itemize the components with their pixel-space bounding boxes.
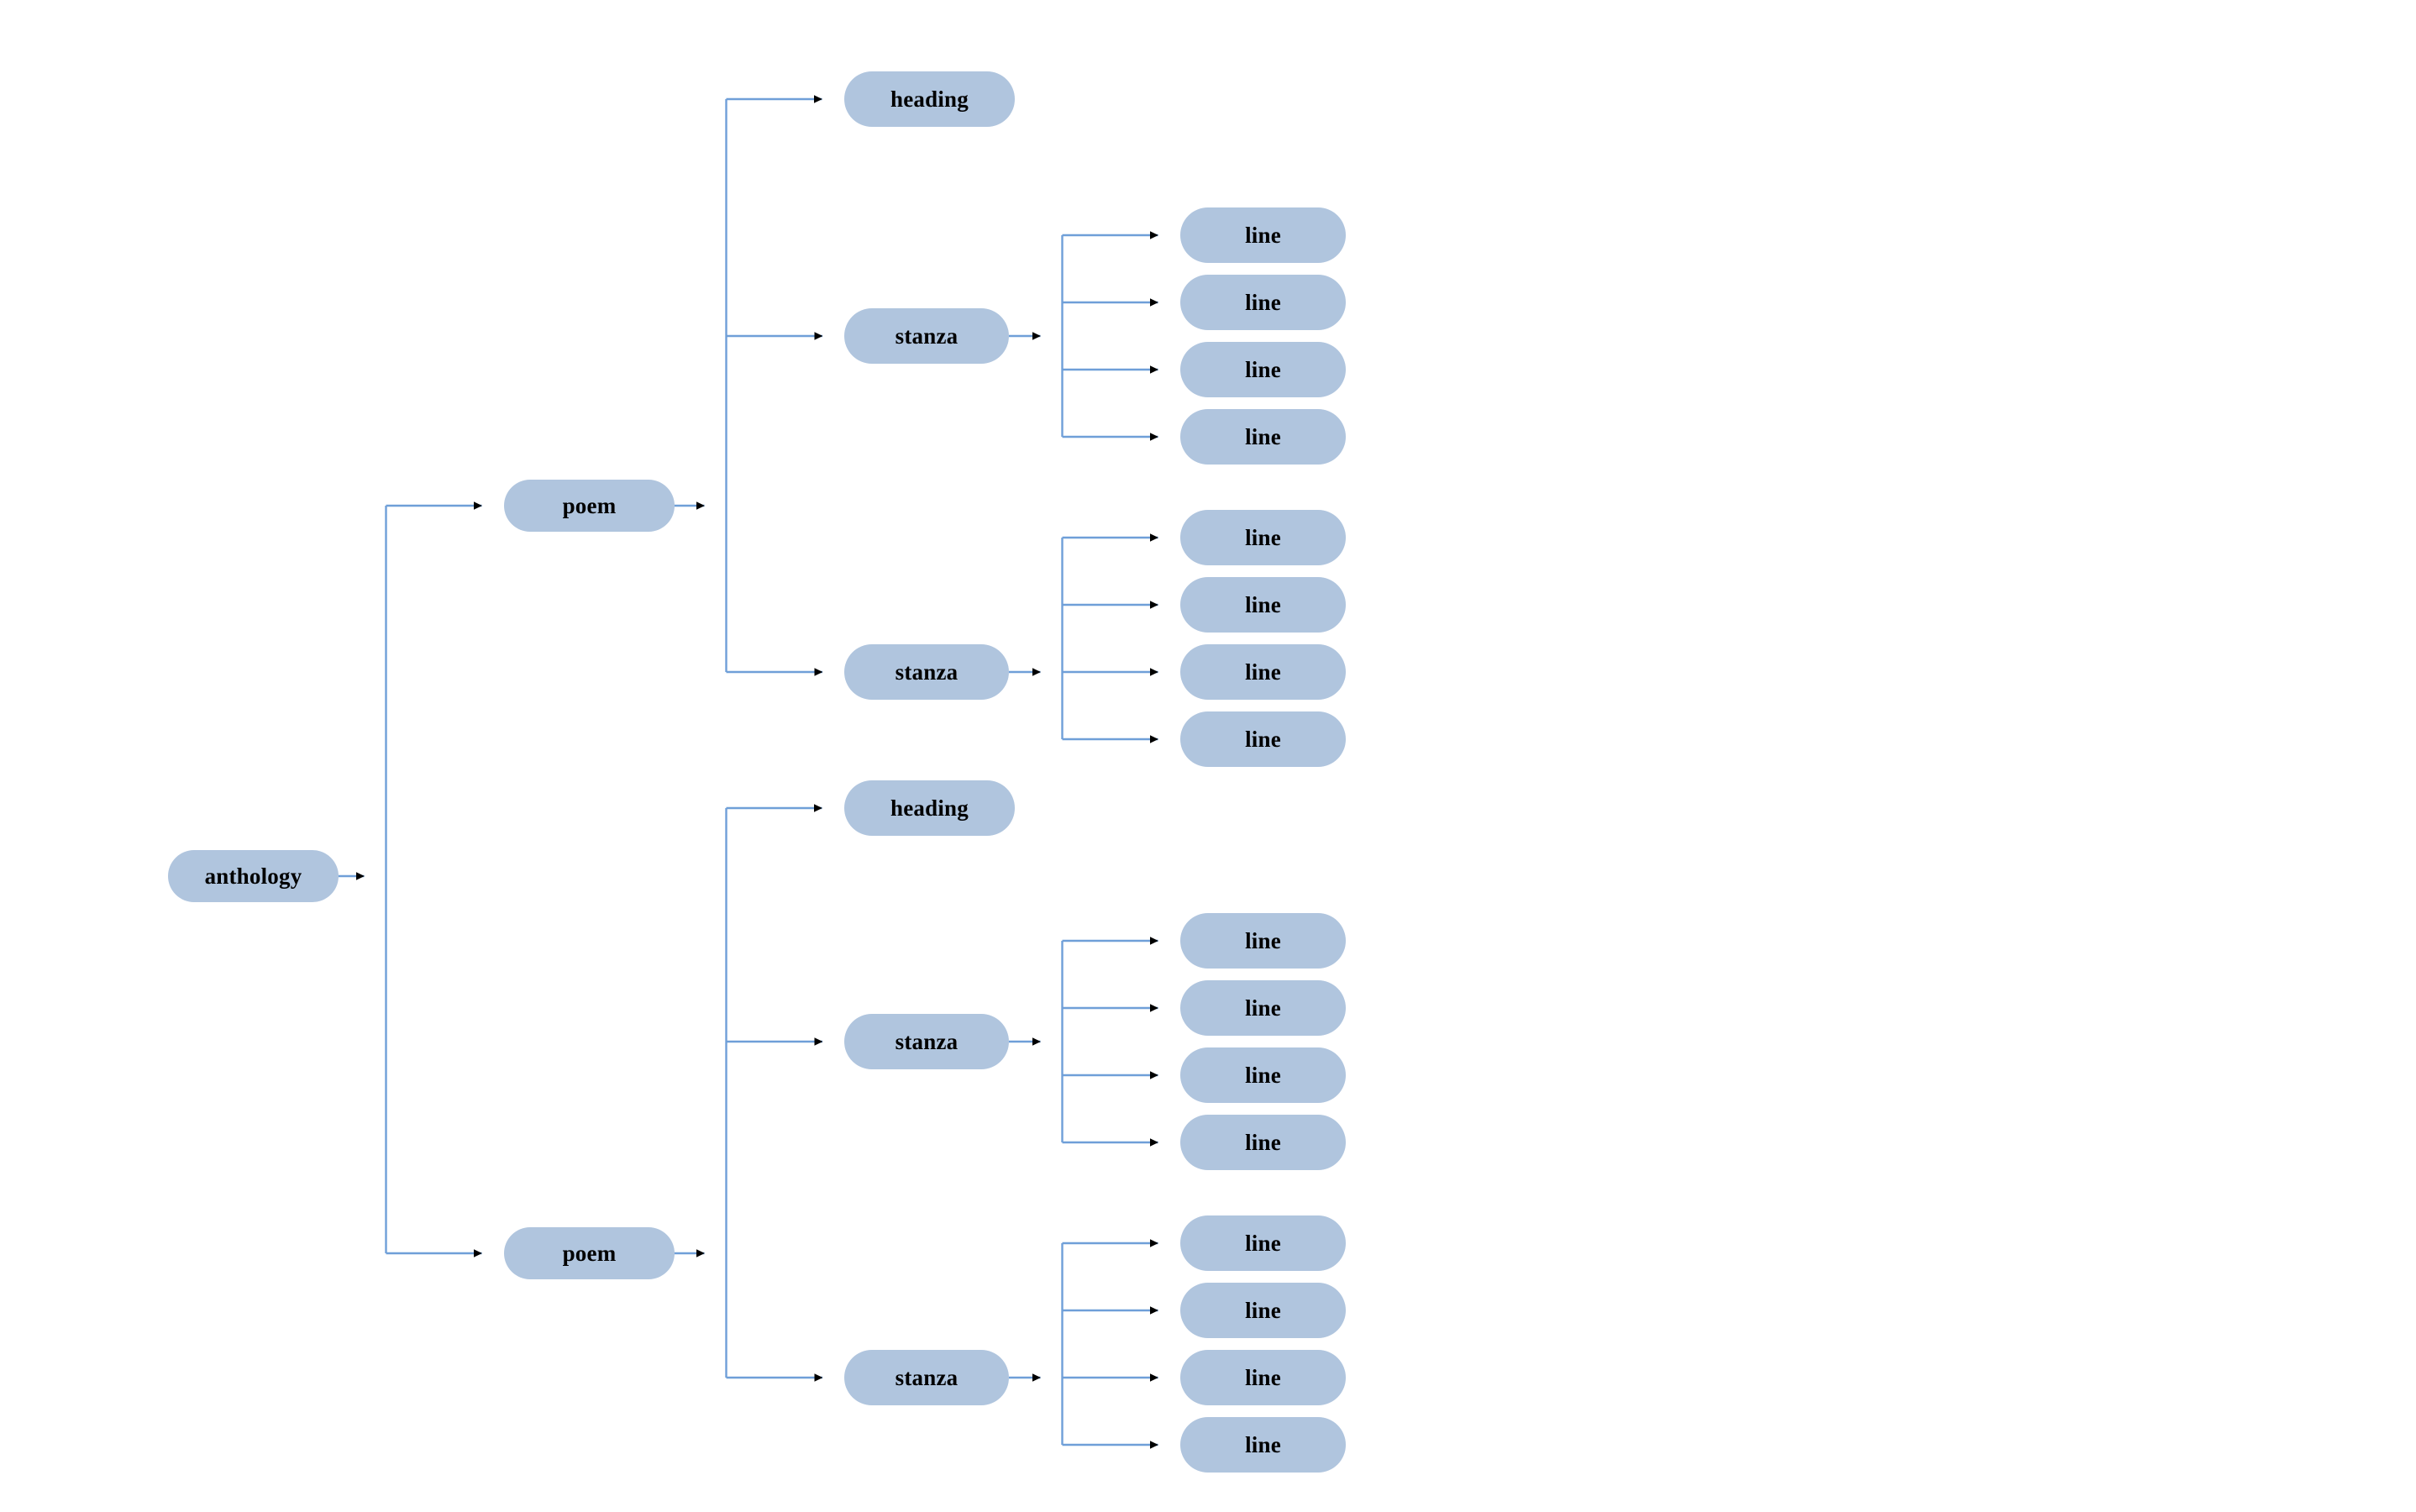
node-anthology[interactable]: anthology [168,850,339,902]
node-line-2-1-4[interactable]: line [1180,1115,1346,1170]
node-line-1-1-3[interactable]: line [1180,342,1346,397]
node-line-2-2-2[interactable]: line [1180,1283,1346,1338]
node-label: poem [562,1240,617,1266]
node-label: line [1245,1230,1281,1256]
node-heading-1[interactable]: heading [844,71,1015,127]
node-label: line [1245,591,1281,617]
node-label: line [1245,222,1281,248]
node-label: stanza [895,659,959,685]
node-line-2-2-4[interactable]: line [1180,1417,1346,1473]
node-label: line [1245,1129,1281,1155]
node-label: line [1245,726,1281,752]
node-line-1-1-2[interactable]: line [1180,275,1346,330]
node-label: anthology [204,863,302,889]
node-line-1-2-2[interactable]: line [1180,577,1346,633]
node-line-1-1-4[interactable]: line [1180,409,1346,465]
node-label: poem [562,492,617,518]
node-label: line [1245,356,1281,382]
node-label: stanza [895,1028,959,1054]
node-label: line [1245,995,1281,1021]
node-label: line [1245,1062,1281,1088]
node-label: heading [890,86,969,112]
node-line-2-1-3[interactable]: line [1180,1047,1346,1103]
node-heading-2[interactable]: heading [844,780,1015,836]
node-stanza-2-2[interactable]: stanza [844,1350,1009,1405]
node-line-1-2-1[interactable]: line [1180,510,1346,565]
node-stanza-2-1[interactable]: stanza [844,1014,1009,1069]
node-poem-2[interactable]: poem [504,1227,675,1279]
node-label: line [1245,659,1281,685]
node-label: line [1245,423,1281,449]
node-label: line [1245,927,1281,953]
node-poem-1[interactable]: poem [504,480,675,532]
node-label: stanza [895,323,959,349]
node-label: line [1245,1431,1281,1457]
node-line-2-1-2[interactable]: line [1180,980,1346,1036]
node-stanza-1-1[interactable]: stanza [844,308,1009,364]
node-label: line [1245,1364,1281,1390]
node-stanza-1-2[interactable]: stanza [844,644,1009,700]
node-label: heading [890,795,969,821]
node-line-1-2-3[interactable]: line [1180,644,1346,700]
node-label: line [1245,1297,1281,1323]
edge-paths [338,95,1158,1449]
node-line-2-2-3[interactable]: line [1180,1350,1346,1405]
node-line-2-1-1[interactable]: line [1180,913,1346,969]
node-label: line [1245,289,1281,315]
node-line-2-2-1[interactable]: line [1180,1215,1346,1271]
node-line-1-1-1[interactable]: line [1180,207,1346,263]
node-label: line [1245,524,1281,550]
node-line-1-2-4[interactable]: line [1180,711,1346,767]
node-label: stanza [895,1364,959,1390]
